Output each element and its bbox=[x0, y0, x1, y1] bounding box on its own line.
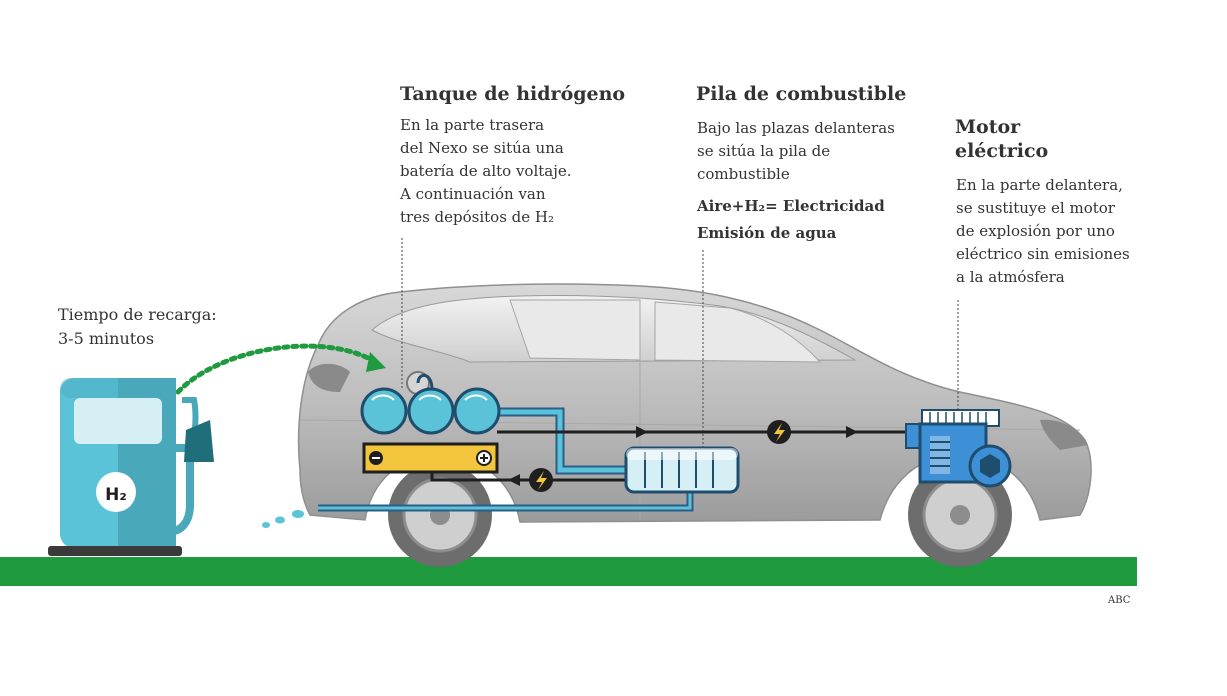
arrow-to-battery bbox=[508, 474, 520, 486]
motor-text: En la parte delantera, se sustituye el m… bbox=[956, 176, 1130, 286]
hydrogen-station: H₂ bbox=[48, 378, 214, 556]
arrow-to-motor bbox=[846, 426, 858, 438]
hydrogen-tank-title: Tanque de hidrógeno bbox=[400, 83, 626, 105]
recharge-value: 3-5 minutos bbox=[58, 329, 155, 348]
hydrogen-tanks bbox=[360, 374, 501, 435]
fuel-cell-stack bbox=[624, 446, 740, 494]
credit-label: ABC bbox=[1108, 595, 1131, 606]
motor-title: Motor eléctrico bbox=[955, 116, 1049, 162]
bolt-icon bbox=[529, 468, 553, 492]
hydrogen-tank-text: En la parte trasera del Nexo se sitúa un… bbox=[400, 116, 572, 226]
arrow-to-fuel-cell bbox=[636, 426, 648, 438]
hydrogen-pipe bbox=[497, 407, 630, 475]
recharge-label: Tiempo de recarga: bbox=[58, 305, 217, 324]
water-droplet-icon bbox=[262, 510, 304, 528]
fuel-cell-formula: Aire+H₂= Electricidad bbox=[697, 197, 885, 215]
fuel-cell-text: Bajo las plazas delanteras se sitúa la p… bbox=[697, 119, 895, 183]
bolt-icon bbox=[767, 420, 791, 444]
high-voltage-battery bbox=[362, 442, 499, 474]
fuel-cell-title: Pila de combustible bbox=[696, 83, 907, 105]
station-h2-label: H₂ bbox=[105, 485, 127, 505]
refuel-arrowhead bbox=[366, 352, 386, 372]
electric-motor bbox=[905, 409, 1012, 488]
fuel-cell-emission: Emisión de agua bbox=[697, 224, 837, 242]
refuel-arrow bbox=[175, 343, 375, 395]
